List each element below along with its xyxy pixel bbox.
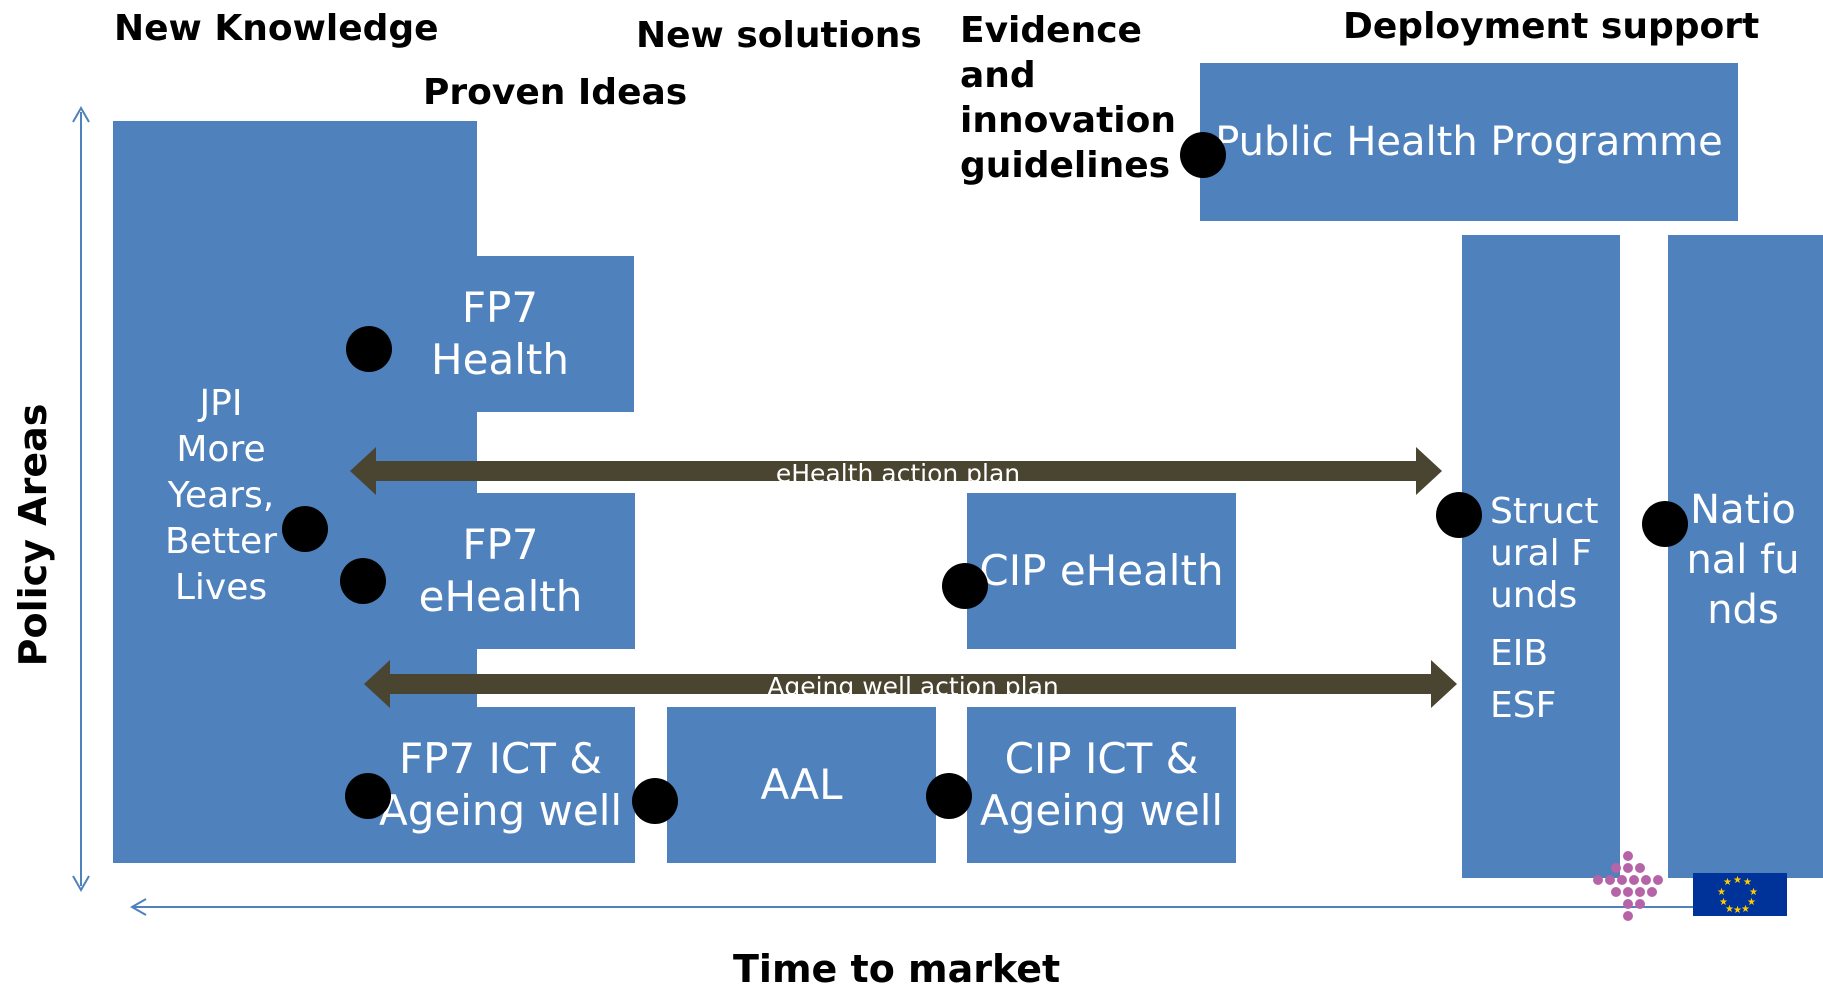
national-funds-box: National funds [1668,235,1823,878]
connector-dot [1642,501,1688,547]
fp7-health-box: FP7 Health [366,256,634,412]
jpi-label: JPI More Years, Better Lives [164,383,278,608]
eib-label: EIB [1490,633,1549,674]
connector-dot [345,773,391,819]
ageing-well-action-plan-label: Ageing well action plan [767,672,1059,701]
connector-dot [340,558,386,604]
connector-dot [1436,492,1482,538]
eu-flag-icon: ★★★ ★★ ★★ ★★★ [1693,873,1787,916]
connector-dot [926,773,972,819]
svg-text:★: ★ [1747,897,1756,908]
public-health-programme-box: Public Health Programme [1200,63,1738,221]
ehealth-action-plan-label: eHealth action plan [775,459,1021,488]
header-new-solutions: New solutions [636,15,922,56]
svg-text:★: ★ [1741,904,1750,915]
structural-funds-label: Structural Funds [1490,491,1599,616]
aal-label: AAL [760,760,843,809]
svg-text:★: ★ [1717,887,1726,898]
fp7-health-label: FP7 Health [431,283,569,384]
cip-ict-ageing-box: CIP ICT & Ageing well [967,707,1236,863]
svg-text:★: ★ [1719,897,1728,908]
connector-dot [632,778,678,824]
cip-ehealth-box: CIP eHealth [967,493,1236,649]
connector-dot [282,506,328,552]
header-proven-ideas: Proven Ideas [423,72,688,113]
public-health-programme-label: Public Health Programme [1215,119,1723,165]
svg-text:★: ★ [1733,875,1742,886]
fp7-ehealth-box: FP7 eHealth [366,493,635,649]
connector-dot [942,563,988,609]
fp7-ict-ageing-box: FP7 ICT & Ageing well [366,707,635,863]
x-axis-label: Time to market [733,947,1061,991]
dotted-cross-logo [1593,851,1663,921]
ehealth-action-plan-arrow [350,447,1442,495]
esf-label: ESF [1490,685,1557,726]
header-deployment-support: Deployment support [1343,6,1760,47]
connector-dot [346,326,392,372]
ageing-well-action-plan-arrow [364,660,1457,708]
connector-dot [1180,132,1226,178]
svg-text:★: ★ [1743,877,1752,888]
cip-ehealth-label: CIP eHealth [979,546,1224,595]
svg-text:★: ★ [1725,904,1734,915]
svg-text:★: ★ [1749,887,1758,898]
svg-text:★: ★ [1723,877,1732,888]
aal-box: AAL [667,707,936,863]
y-axis [72,105,90,893]
svg-text:★: ★ [1733,905,1742,916]
fp7-ehealth-label: FP7 eHealth [418,520,583,621]
header-evidence-guidelines: Evidence and innovation guidelines [960,10,1176,186]
cip-ict-ageing-label: CIP ICT & Ageing well [979,734,1224,835]
header-new-knowledge: New Knowledge [114,8,439,49]
structural-funds-box: Structural Funds EIB ESF [1462,235,1620,878]
fp7-ict-ageing-label: FP7 ICT & Ageing well [378,734,623,835]
national-funds-label: National funds [1686,487,1800,633]
